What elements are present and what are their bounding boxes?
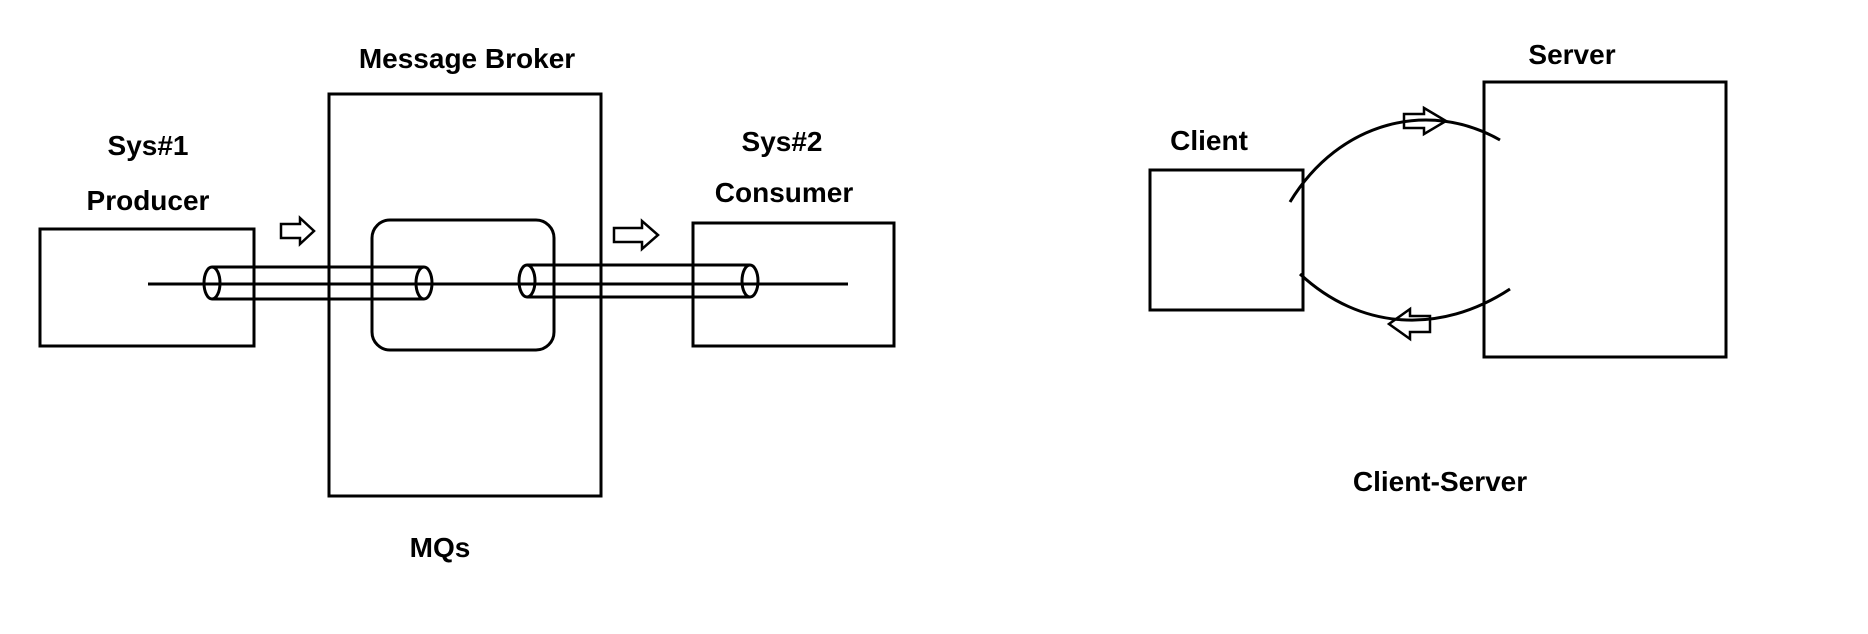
client-server-diagram — [1148, 80, 1728, 359]
consumer-arrow-icon — [612, 218, 660, 252]
consumer-pipe — [517, 263, 760, 299]
client-box — [1148, 168, 1305, 312]
client-label: Client — [1170, 125, 1248, 156]
request-arrow-icon — [1402, 105, 1449, 137]
consumer-label: Consumer — [715, 177, 854, 208]
broker-label: Message Broker — [359, 43, 575, 74]
message-queue-diagram — [38, 92, 896, 498]
server-box — [1482, 80, 1728, 359]
sys1-label: Sys#1 — [108, 130, 189, 161]
producer-arrow-icon — [279, 215, 316, 247]
response-curve — [1298, 272, 1511, 322]
producer-label: Producer — [87, 185, 210, 216]
sys2-label: Sys#2 — [742, 126, 823, 157]
request-curve — [1288, 118, 1501, 203]
client-server-caption: Client-Server — [1353, 466, 1527, 497]
message-broker-box — [327, 92, 603, 498]
response-arrow-icon — [1386, 306, 1432, 342]
producer-box — [38, 227, 256, 348]
mqs-label: MQs — [410, 532, 471, 563]
server-label: Server — [1528, 39, 1615, 70]
